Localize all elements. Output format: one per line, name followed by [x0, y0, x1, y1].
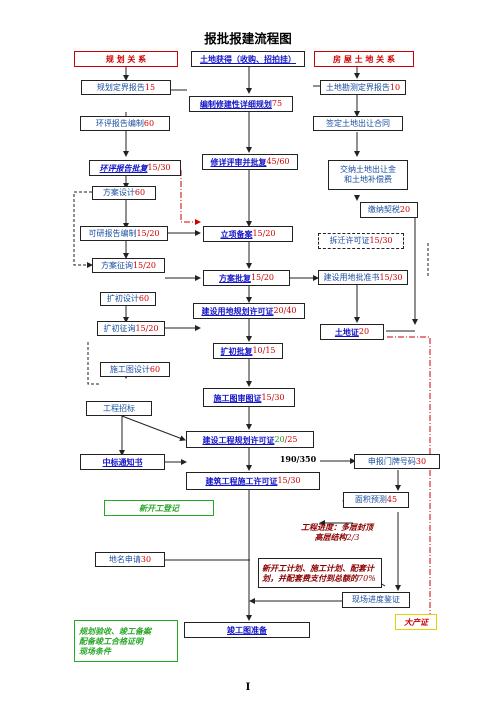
completion-note-box: 规划验收、竣工备案 配备竣工合格证明 现场条件 — [74, 620, 178, 662]
page-number: I — [245, 682, 251, 693]
tendering-box: 工程招标 — [86, 401, 152, 416]
land-fee-box: 交纳土地出让金 和土地补偿费 — [328, 160, 408, 190]
new-start-box: 新开工登记 — [104, 500, 214, 516]
completion-drawing-box: 竣工图准备 — [184, 622, 310, 638]
planning-header: 规 划 关 系 — [74, 51, 178, 67]
page-title: 报批报建流程图 — [204, 31, 292, 46]
property-cert-box: 大产证 — [395, 614, 437, 630]
bid-notice-box: 中标通知书 — [80, 454, 165, 470]
presale-note-box: 新开工计划、施工计划、配套计 划，并配套费支付到总额的70% — [258, 558, 382, 588]
site-check-box: 现场进度鉴证 — [342, 592, 410, 608]
progress-note: 工程进度：多层封顶 高层结构2/3 — [301, 521, 373, 542]
land-acquisition-header: 土地获得（收购、招拍挂） — [191, 51, 305, 67]
ratio-label: 190/350 — [279, 454, 317, 464]
land-contract-box: 签定土地出让合同 — [313, 116, 403, 131]
housing-land-header: 房 屋 土 地 关 系 — [314, 51, 414, 67]
